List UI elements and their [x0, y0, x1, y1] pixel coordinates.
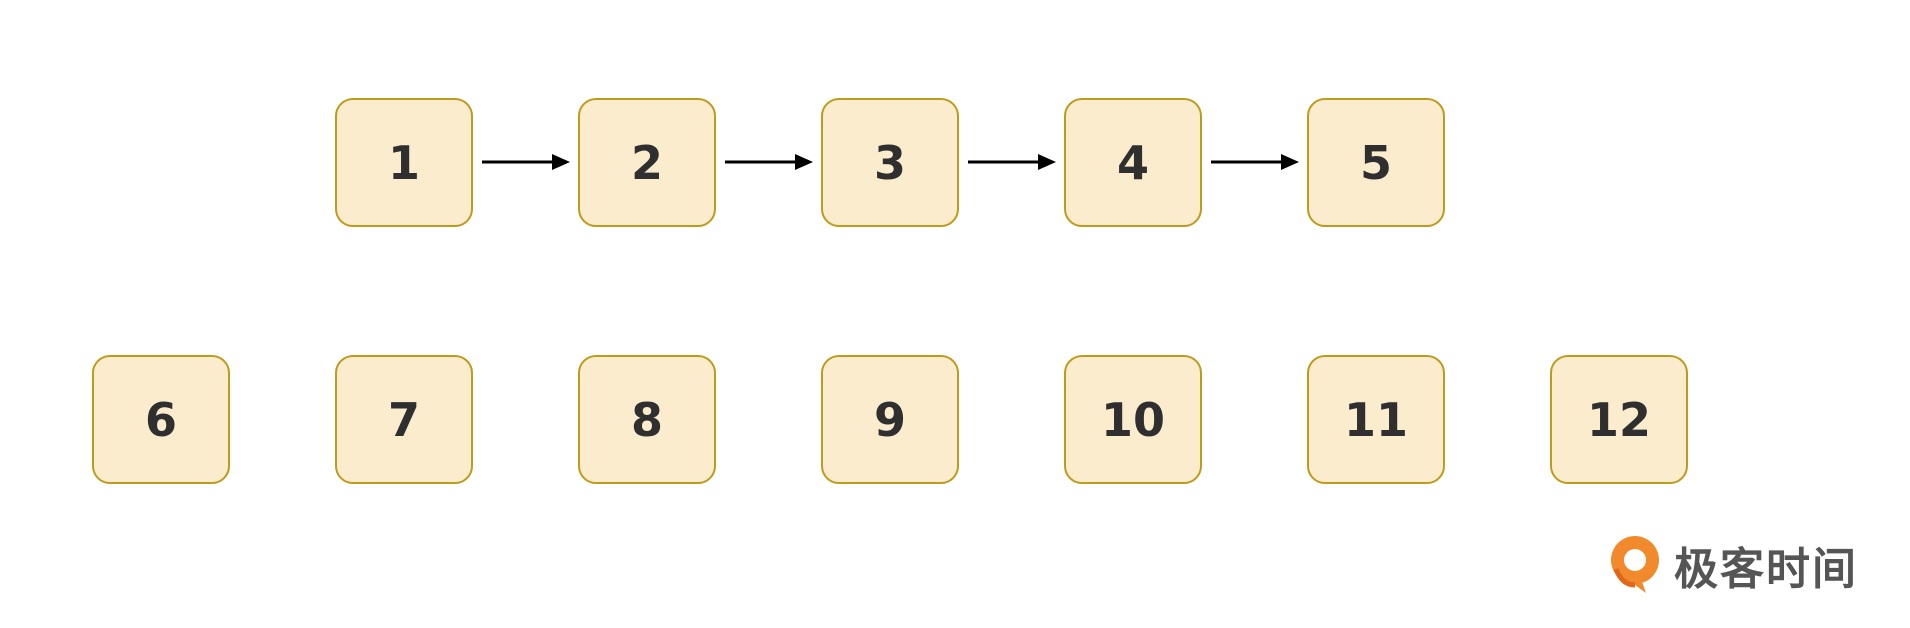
node-4: 4	[1064, 98, 1202, 227]
arrow-1-2	[482, 154, 570, 170]
node-10: 10	[1064, 355, 1202, 484]
node-6: 6	[92, 355, 230, 484]
arrow-2-3	[725, 154, 813, 170]
node-12: 12	[1550, 355, 1688, 484]
node-2: 2	[578, 98, 716, 227]
node-11: 11	[1307, 355, 1445, 484]
brand-name: 极客时间	[1674, 544, 1858, 595]
arrow-4-5	[1211, 154, 1299, 170]
node-5: 5	[1307, 98, 1445, 227]
node-1: 1	[335, 98, 473, 227]
node-9: 9	[821, 355, 959, 484]
arrow-3-4	[968, 154, 1056, 170]
node-7: 7	[335, 355, 473, 484]
brand-logo: 极客时间	[1608, 530, 1858, 600]
node-3: 3	[821, 98, 959, 227]
geektime-logo-icon	[1611, 536, 1659, 593]
node-8: 8	[578, 355, 716, 484]
